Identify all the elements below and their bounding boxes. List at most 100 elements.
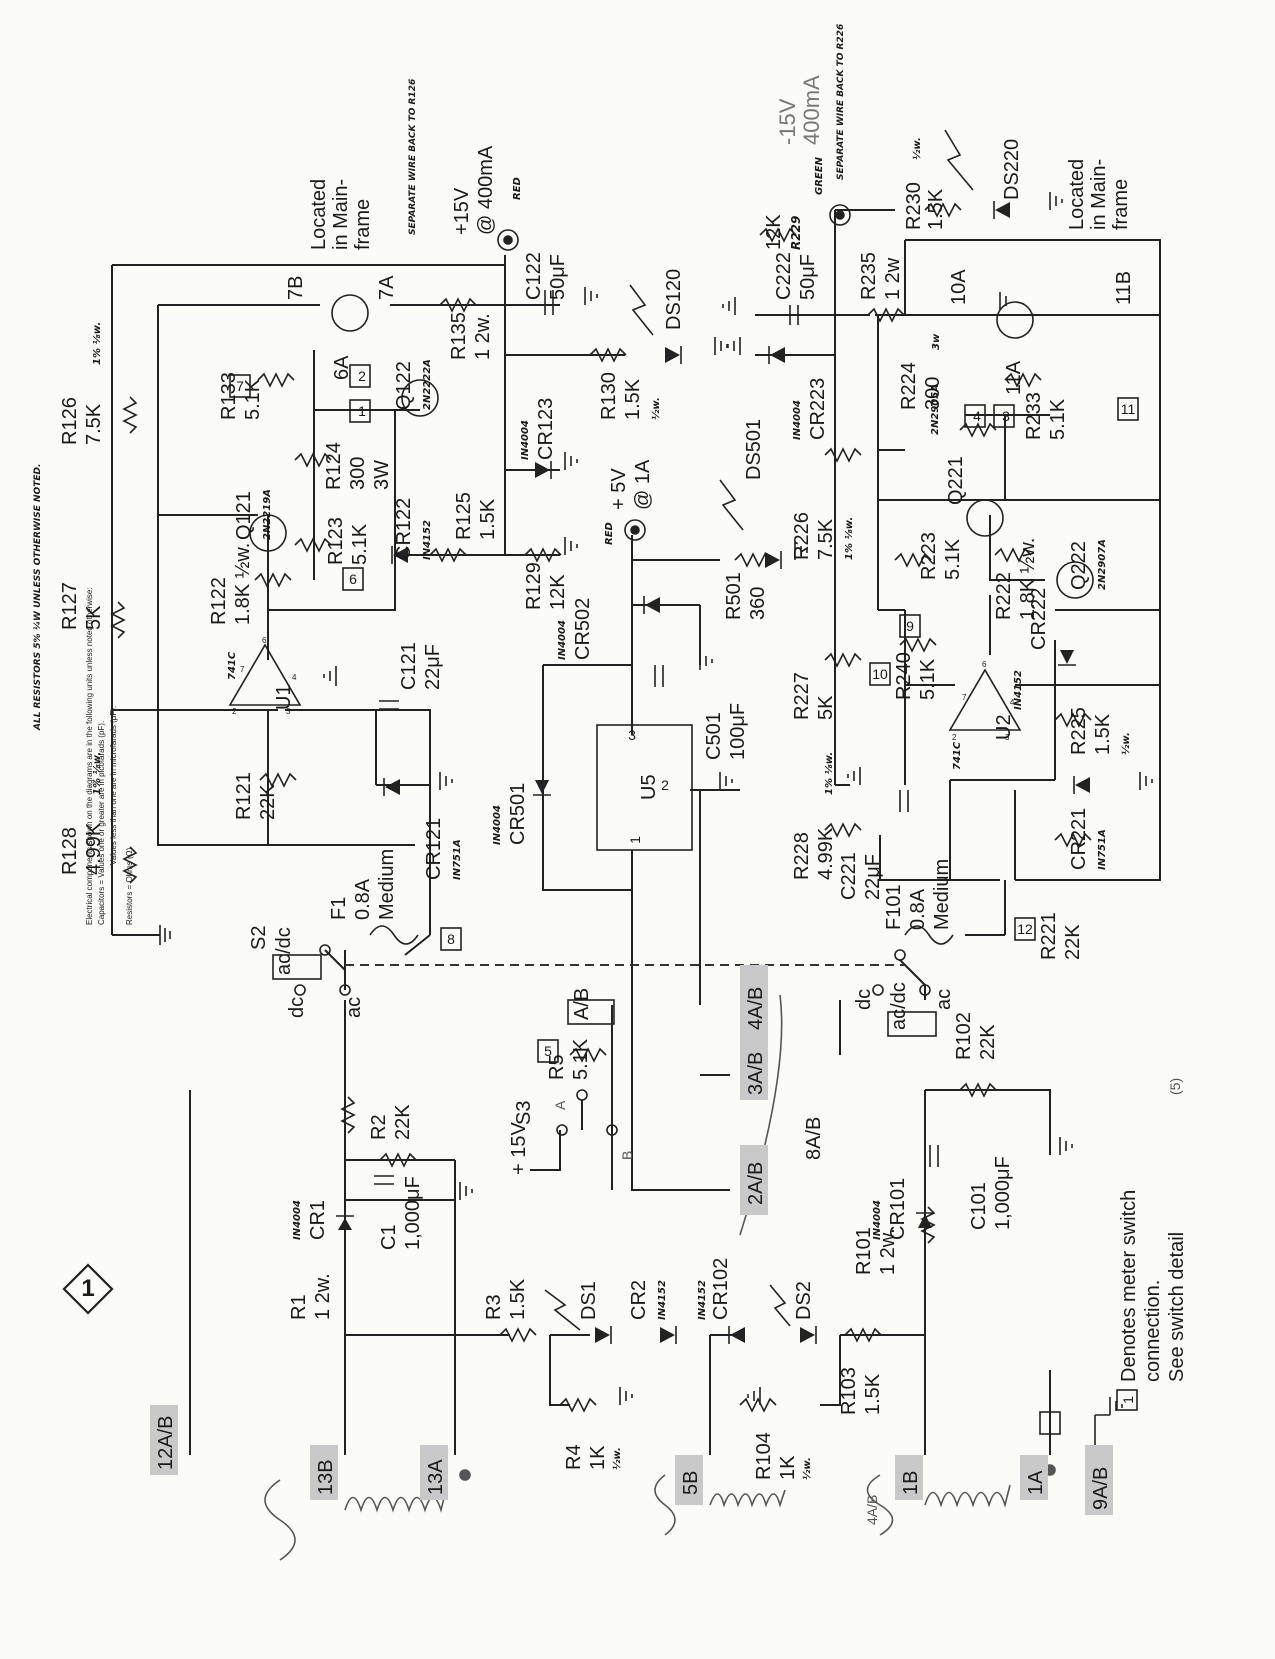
svg-text:10: 10 xyxy=(872,666,888,682)
svg-text:Q121: Q121 xyxy=(233,491,255,540)
svg-text:12: 12 xyxy=(1017,921,1033,937)
svg-text:741C: 741C xyxy=(227,651,238,680)
svg-text:R5: R5 xyxy=(546,1054,568,1080)
svg-text:IN751A: IN751A xyxy=(452,839,463,880)
connector-highlights xyxy=(150,965,1113,1515)
svg-text:CR221: CR221 xyxy=(1068,808,1090,870)
supply-neg15-label: -15V 400mA xyxy=(775,75,824,145)
svg-text:C222: C222 xyxy=(773,252,795,300)
label-s2-dc: dc xyxy=(286,997,308,1018)
svg-text:2: 2 xyxy=(952,733,957,742)
svg-text:22K: 22K xyxy=(1062,924,1084,960)
svg-text:DS220: DS220 xyxy=(1001,139,1023,200)
svg-text:A/B: A/B xyxy=(571,988,593,1020)
svg-text:R128: R128 xyxy=(59,827,81,875)
supply-neg15-note: SEPARATE WIRE BACK TO R226 xyxy=(836,24,846,180)
svg-text:CR121: CR121 xyxy=(423,818,445,880)
opamp-pin-numbers: 2 3 4 6 7 2 3 4 6 7 xyxy=(232,636,1015,742)
svg-text:C122: C122 xyxy=(523,252,545,300)
svg-text:in Main-: in Main- xyxy=(330,179,352,250)
svg-text:R1: R1 xyxy=(288,1294,310,1320)
u5-pin-2: 2 xyxy=(661,777,669,793)
connector-7a: 7A xyxy=(376,275,398,300)
svg-text:DS1: DS1 xyxy=(578,1281,600,1320)
svg-text:S3: S3 xyxy=(513,1101,535,1125)
connector-1a: 1A xyxy=(1025,1470,1047,1495)
svg-text:ac: ac xyxy=(933,989,955,1010)
svg-text:R225: R225 xyxy=(1068,707,1090,755)
svg-text:IN4152: IN4152 xyxy=(657,1280,668,1320)
svg-text:A: A xyxy=(552,1100,568,1110)
svg-text:1.8K ½w.: 1.8K ½w. xyxy=(232,543,254,625)
svg-text:50μF: 50μF xyxy=(797,254,819,300)
label-s2: S2 xyxy=(248,926,270,950)
svg-text:7A: 7A xyxy=(376,275,398,300)
svg-text:C1: C1 xyxy=(378,1224,400,1250)
svg-text:11: 11 xyxy=(1121,401,1136,417)
svg-text:frame: frame xyxy=(352,199,374,250)
svg-text:6A: 6A xyxy=(331,355,353,380)
svg-text:S2: S2 xyxy=(248,926,270,950)
svg-text:0.8A: 0.8A xyxy=(352,878,374,920)
svg-text:½w.: ½w. xyxy=(1120,732,1132,755)
capacitor-symbols xyxy=(374,290,939,1185)
svg-text:6: 6 xyxy=(349,571,357,587)
svg-text:12K: 12K xyxy=(763,214,785,250)
svg-text:5.1K: 5.1K xyxy=(1047,398,1069,440)
svg-text:IN4004: IN4004 xyxy=(292,1200,303,1240)
svg-text:DS2: DS2 xyxy=(793,1281,815,1320)
svg-text:360: 360 xyxy=(747,587,769,620)
label-ds501: DS501 xyxy=(743,419,765,480)
svg-text:1: 1 xyxy=(358,403,366,419)
supply-pos15-wire: RED xyxy=(512,177,523,200)
svg-text:RED: RED xyxy=(604,522,615,545)
svg-text:7.5K: 7.5K xyxy=(83,403,105,445)
svg-text:1K: 1K xyxy=(777,1455,799,1480)
svg-text:IN4004: IN4004 xyxy=(492,805,503,845)
svg-text:6: 6 xyxy=(262,636,267,645)
svg-text:R224: R224 xyxy=(898,362,920,410)
led-emission-marks xyxy=(544,129,974,1331)
svg-text:R135: R135 xyxy=(448,312,470,360)
svg-text:4: 4 xyxy=(973,408,981,424)
connector-3ab: 3A/B xyxy=(745,1052,767,1095)
u5-regulator-body xyxy=(596,724,693,851)
svg-text:CR122: CR122 xyxy=(393,498,415,560)
svg-text:4: 4 xyxy=(1010,698,1015,707)
svg-text:U1: U1 xyxy=(273,684,295,710)
svg-text:R101: R101 xyxy=(853,1227,875,1275)
connector-5b: 5B xyxy=(680,1471,702,1495)
svg-text:C121: C121 xyxy=(398,642,420,690)
svg-text:+15V: +15V xyxy=(451,187,473,235)
connector-12ab: 12A/B xyxy=(155,1416,177,1470)
svg-text:U5: U5 xyxy=(638,774,660,800)
svg-text:C101: C101 xyxy=(968,1182,990,1230)
svg-text:Located: Located xyxy=(308,179,330,250)
svg-text:DS120: DS120 xyxy=(663,269,685,330)
label-ds220: DS220 xyxy=(1001,139,1023,200)
svg-text:R227: R227 xyxy=(791,672,813,720)
svg-text:1 2w.: 1 2w. xyxy=(472,313,494,360)
